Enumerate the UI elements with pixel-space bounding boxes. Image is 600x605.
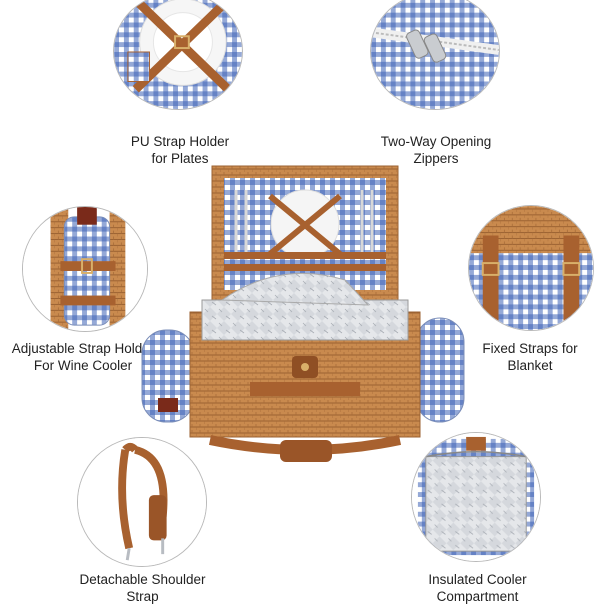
zipper-photo-icon <box>370 0 500 110</box>
wine-cooler-photo-icon <box>22 206 148 332</box>
shoulder-strap-photo-icon <box>77 437 207 567</box>
blanket-strap-photo-icon <box>468 205 594 331</box>
cooler-compartment-photo-icon <box>411 432 541 562</box>
plate-strap-photo-icon <box>113 0 243 110</box>
picnic-basket-photo-icon <box>140 160 470 470</box>
